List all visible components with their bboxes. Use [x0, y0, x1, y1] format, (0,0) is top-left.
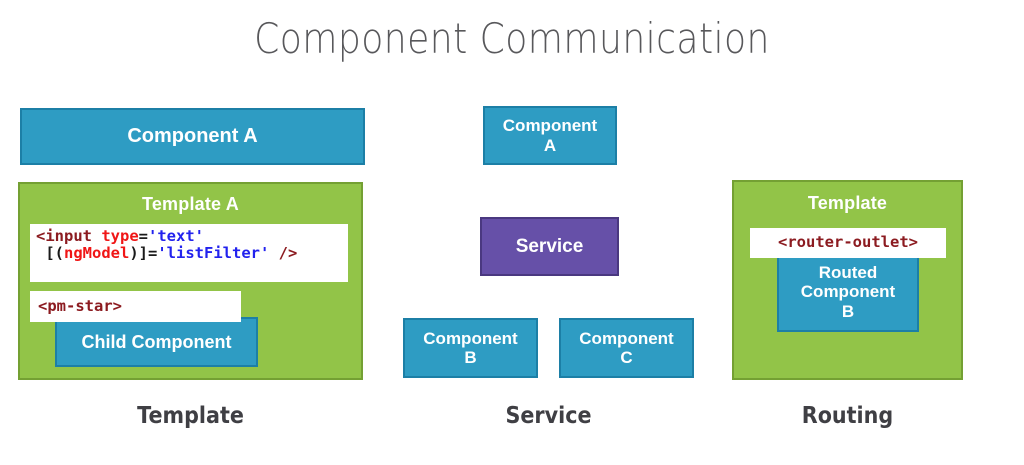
code-token-bind-open: [( — [36, 244, 64, 263]
child-component-box[interactable]: Child Component — [55, 317, 258, 367]
page-title: Component Communication — [254, 14, 770, 63]
routing-template-heading: Template — [807, 193, 888, 213]
code-token-equals-2: = — [148, 244, 158, 263]
code-line-1: <input type='text' — [36, 227, 342, 245]
component-a-box-template[interactable]: Component A — [20, 108, 365, 165]
code-token-bind-close: )] — [129, 244, 148, 263]
caption-template: Template — [137, 403, 244, 429]
code-token-string-1: 'text' — [148, 227, 205, 245]
code-token-directive: ngModel — [64, 244, 130, 263]
component-c-box[interactable]: Component C — [559, 318, 694, 378]
code-token-tag-open: <input — [36, 227, 92, 245]
code-block-router-outlet[interactable]: <router-outlet> — [750, 228, 946, 258]
caption-service: Service — [505, 403, 592, 429]
template-a-heading: Template A — [141, 194, 240, 214]
routing-template-panel: Template — [732, 180, 963, 380]
routed-component-b-box[interactable]: Routed Component B — [777, 252, 919, 332]
code-token-attr: type — [92, 227, 139, 245]
code-token-equals-1: = — [138, 227, 149, 245]
code-token-string-2: 'listFilter' — [157, 244, 270, 263]
component-a-box-service[interactable]: Component A — [483, 106, 617, 165]
code-line-2: [(ngModel)]='listFilter' /> — [36, 245, 342, 262]
code-block-pm-star[interactable]: <pm-star> — [30, 291, 241, 322]
code-block-input[interactable]: <input type='text' [(ngModel)]='listFilt… — [30, 224, 348, 282]
code-token-tag-close: /> — [269, 244, 298, 263]
service-box[interactable]: Service — [480, 217, 619, 276]
component-b-box[interactable]: Component B — [403, 318, 538, 378]
caption-routing: Routing — [801, 403, 894, 429]
